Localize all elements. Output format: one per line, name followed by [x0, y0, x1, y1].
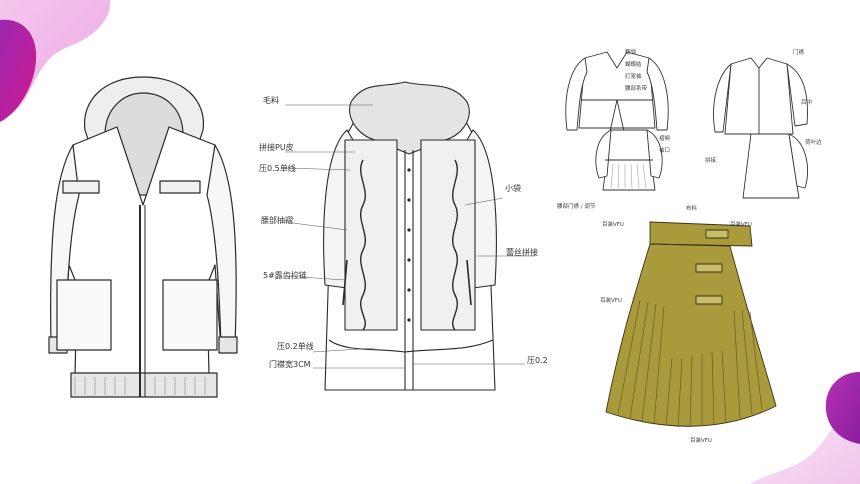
sketch-label-e: 褶裥 [659, 136, 671, 142]
label-lace: 蕾丝拼接 [506, 248, 538, 257]
label-stitch02: 压0.2单线 [277, 342, 314, 351]
skirt-tag-1: 百装VFU [602, 222, 624, 228]
sketch-label-b: 蝴蝶结 [625, 62, 642, 68]
skirt-tag-3: 百装VFU [600, 298, 622, 304]
sketch-label-h: 后中 [801, 100, 813, 106]
label-placket: 门襟宽3CM [269, 360, 311, 369]
label-zipper: 5#露齿拉链 [263, 271, 307, 280]
sketch-label-j: 拼接 [705, 158, 717, 164]
blouse-sketches: 翻领 蝴蝶结 灯笼袖 腰部系带 褶裥 袖口 门襟 后中 荷叶边 拼接 腰部门襟 … [555, 38, 835, 218]
label-press02: 压0.2 [527, 356, 548, 365]
skirt-label-head: 布料 [686, 206, 698, 212]
fur-coat-technical-drawing: 毛料 拼接PU皮 压0.5单线 腰部抽褶 5#露齿拉链 压0.2单线 门襟宽3C… [255, 80, 555, 410]
label-pocket: 小袋 [505, 184, 521, 193]
skirt-note: 腰部门襟 / 调节 [557, 204, 596, 210]
label-fur: 毛料 [263, 96, 279, 105]
hooded-jacket-sketch [48, 76, 238, 398]
skirt-tag-2: 百装VFU [730, 222, 752, 228]
skirt-drawing [605, 221, 777, 428]
sketch-label-d: 腰部系带 [625, 86, 648, 92]
sketch-label-f: 袖口 [659, 148, 671, 154]
olive-skirt-sketch: 布料 百装VFU 百装VFU 百装VFU 百装VFU [600, 200, 780, 450]
blouse-sketch-lines [565, 51, 808, 199]
sketch-label-i: 荷叶边 [805, 140, 822, 146]
label-pu: 拼接PU皮 [259, 143, 294, 152]
fur-coat-sketch [284, 81, 535, 391]
sketch-label-a: 翻领 [625, 50, 637, 56]
skirt-tag-4: 百装VFU [690, 438, 712, 444]
label-waist: 腰部抽褶 [261, 216, 293, 225]
top-left-blob [0, 0, 111, 122]
label-stitch05: 压0.5单线 [259, 164, 296, 173]
bottom-right-blob [750, 372, 860, 484]
sketch-label-g: 门襟 [793, 50, 805, 56]
sketch-label-c: 灯笼袖 [625, 74, 642, 80]
